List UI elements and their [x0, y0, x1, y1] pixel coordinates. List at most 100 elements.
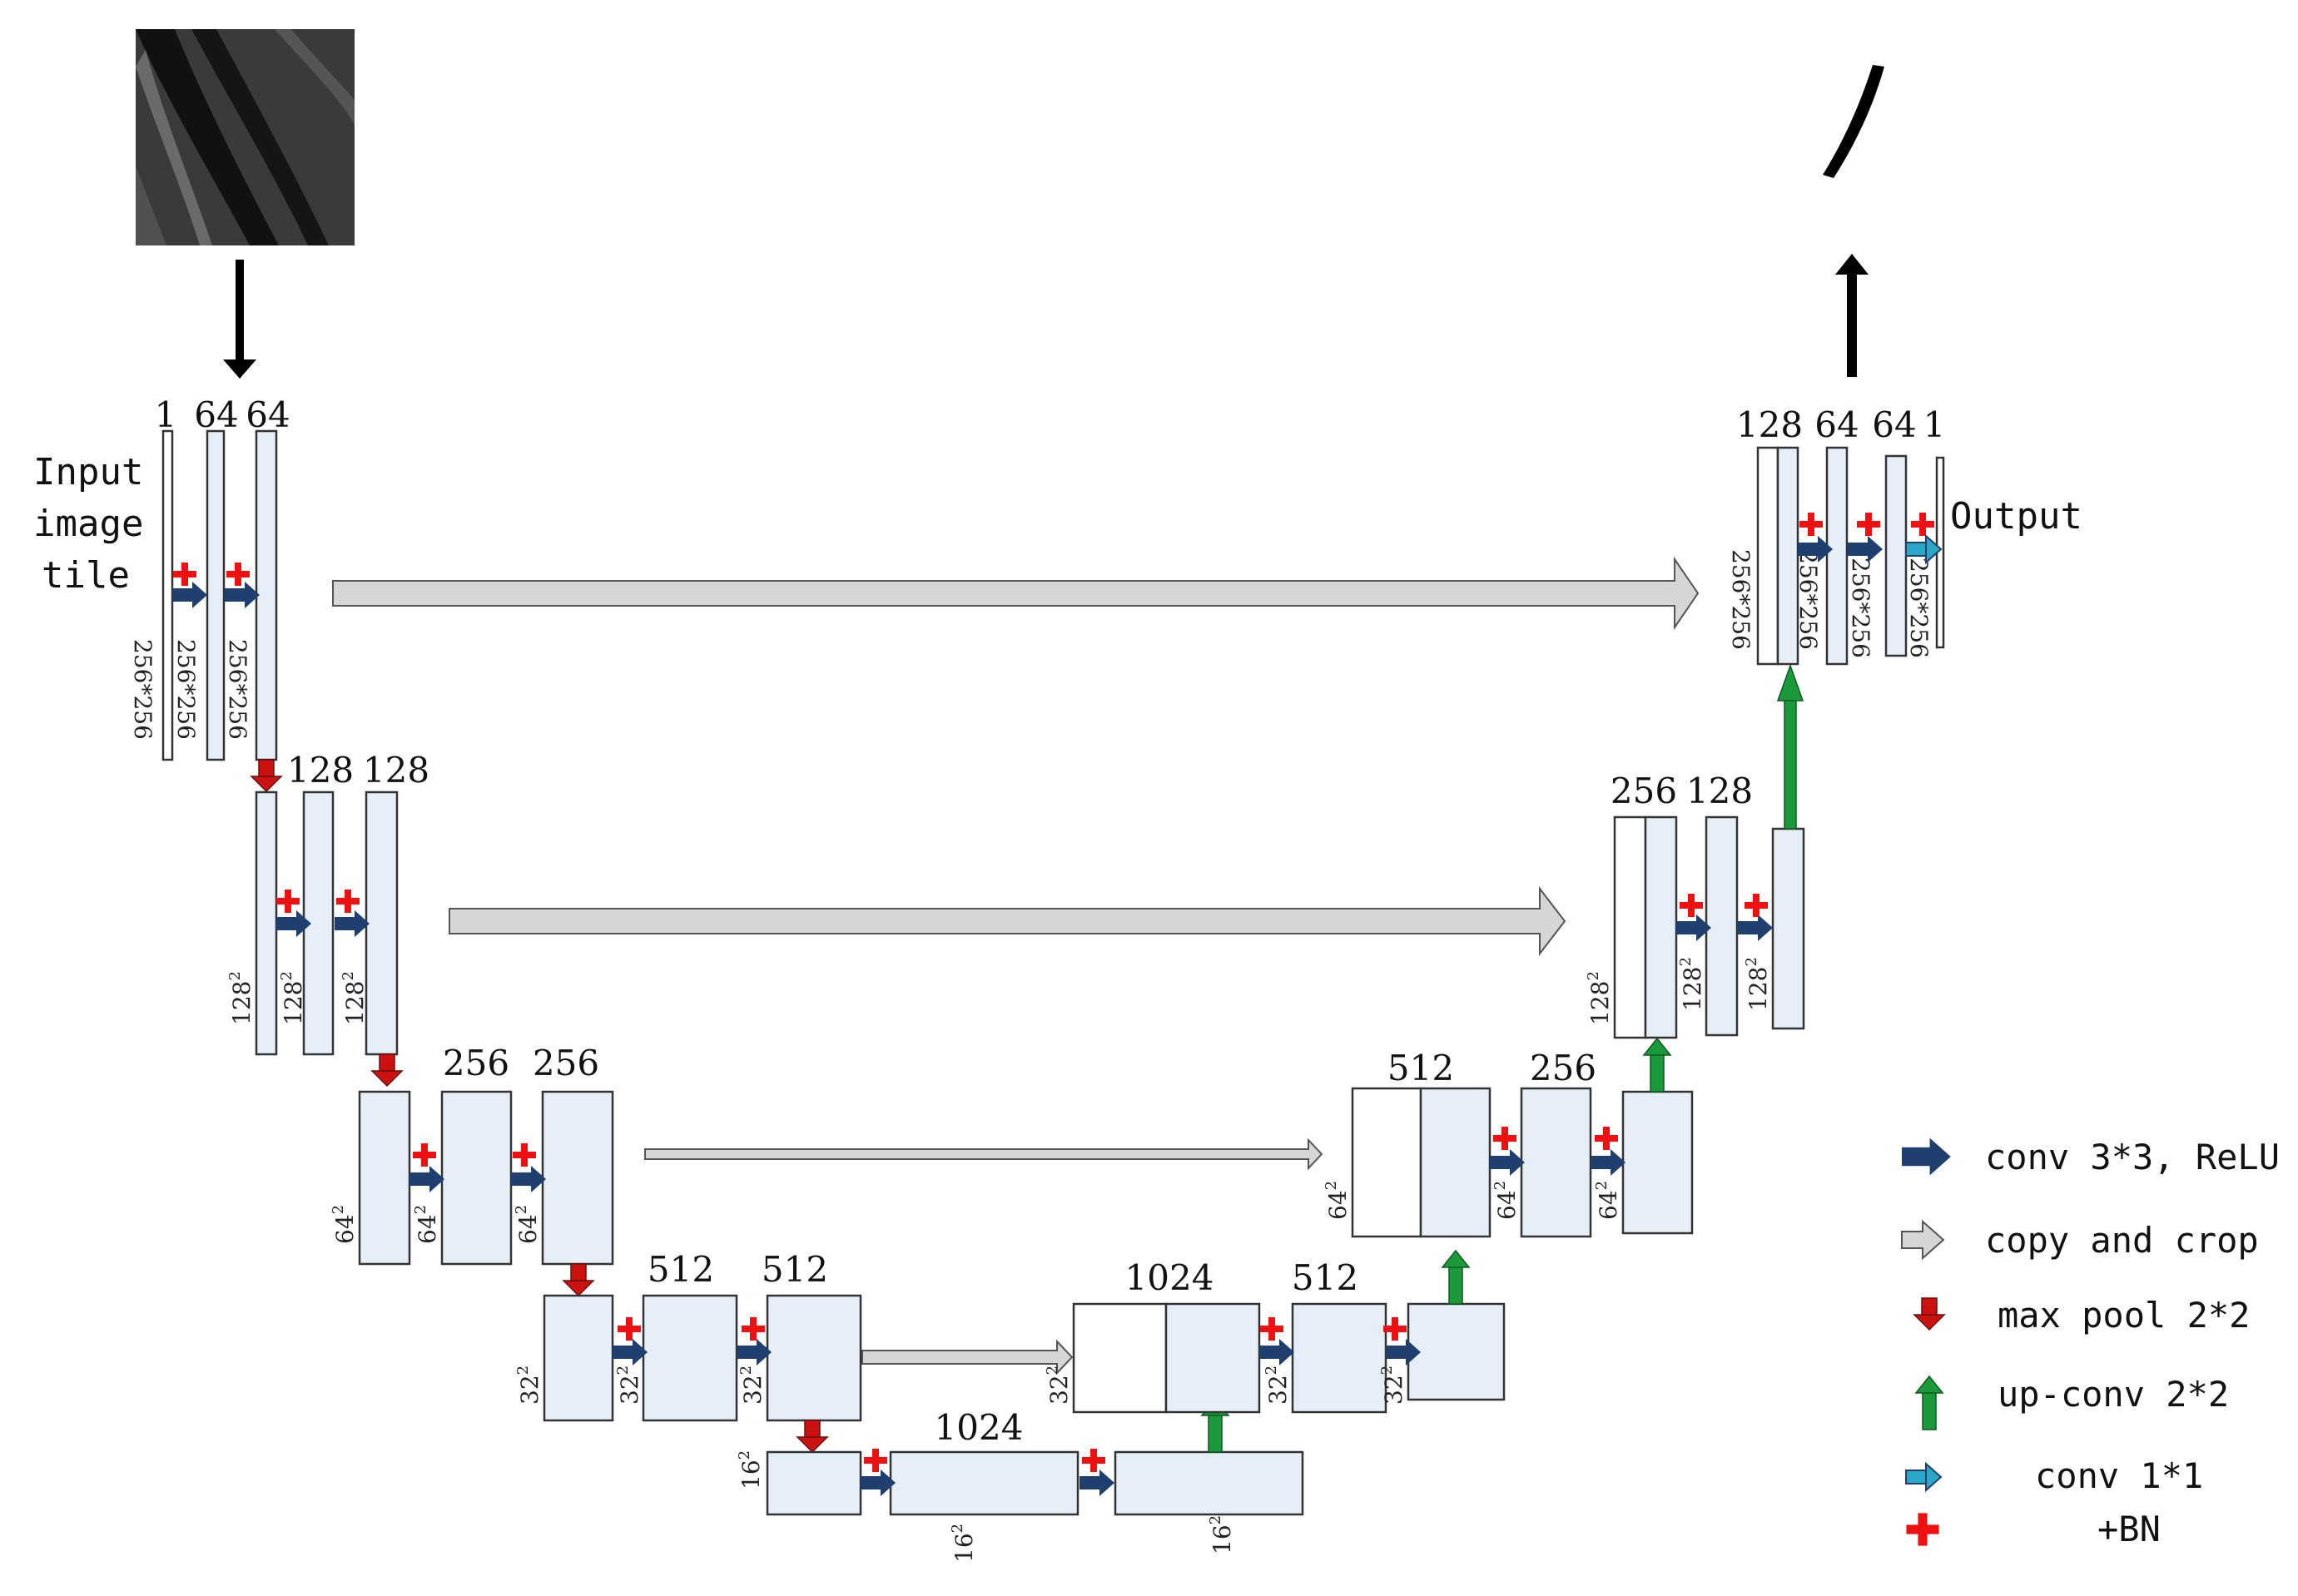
- block-u2-up: [1644, 815, 1678, 1039]
- ch-u2-a: 256: [1611, 771, 1677, 811]
- block-l2-pool: [255, 791, 278, 1056]
- size-u1-d: 256*256: [1905, 558, 1933, 658]
- block-u2-copy: [1613, 815, 1647, 1039]
- copy-crop-arrow-l1: [332, 556, 1700, 631]
- size-u1-c: 256*256: [1847, 558, 1874, 658]
- size-u3-b: 642: [1491, 1181, 1521, 1220]
- legend-label-conv: conv 3*3, ReLU: [1985, 1137, 2280, 1177]
- block-u4-conv2: [1407, 1302, 1506, 1401]
- block-l4-pool: [543, 1294, 614, 1422]
- conv-arrow-icon: [1259, 1339, 1294, 1366]
- ch-u4-a: 1024: [1125, 1257, 1214, 1298]
- input-label-line1: Input: [33, 451, 143, 493]
- bn-plus-icon: [1493, 1127, 1516, 1150]
- up-conv-arrow-icon: [1915, 1375, 1943, 1430]
- conv-arrow-icon: [1902, 1138, 1951, 1176]
- block-l1-conv1: [206, 429, 226, 761]
- size-u2-b: 1282: [1677, 957, 1706, 1011]
- bn-plus-icon: [276, 890, 300, 913]
- svg-text:642: 642: [1491, 1181, 1521, 1220]
- bn-plus-icon: [1799, 513, 1823, 536]
- copy-crop-arrow-l4: [861, 1339, 1074, 1375]
- svg-text:1282: 1282: [226, 971, 256, 1025]
- svg-text:1282: 1282: [340, 971, 369, 1025]
- ch-u1-b: 64: [1814, 404, 1859, 445]
- svg-text:1282: 1282: [1585, 971, 1614, 1025]
- up-conv-arrow-icon: [1776, 663, 1804, 830]
- size-l3-b: 642: [412, 1205, 441, 1244]
- size-u4-a: 322: [1044, 1366, 1073, 1405]
- block-u2-conv2: [1771, 827, 1805, 1030]
- conv-arrow-icon: [1490, 1149, 1525, 1176]
- ch-l2-b: 128: [363, 750, 429, 791]
- svg-text:642: 642: [1593, 1181, 1622, 1220]
- size-bottom-c: 162: [1207, 1515, 1236, 1554]
- ch-l4-a: 512: [648, 1249, 714, 1290]
- ch-bottom: 1024: [935, 1407, 1024, 1448]
- ch-l3-b: 256: [533, 1043, 599, 1083]
- svg-text:322: 322: [614, 1366, 643, 1405]
- block-l4-conv1: [642, 1294, 738, 1422]
- input-label-line2: image: [33, 503, 143, 545]
- size-u2-a: 1282: [1585, 971, 1614, 1025]
- bn-plus-icon: [1857, 513, 1880, 536]
- output-up-arrow: [1835, 254, 1869, 377]
- max-pool-arrow-icon: [797, 1420, 828, 1453]
- legend-item-upconv: up-conv 2*2: [1915, 1374, 2229, 1430]
- max-pool-arrow-icon: [371, 1053, 403, 1087]
- size-l3-a: 642: [330, 1205, 359, 1244]
- conv-arrow-icon: [172, 582, 207, 608]
- conv-arrow-icon: [409, 1166, 444, 1192]
- input-label: Input image tile: [33, 451, 143, 597]
- bn-plus-icon: [1260, 1317, 1283, 1341]
- size-bottom-b: 162: [949, 1524, 978, 1563]
- block-u1-conv1: [1825, 446, 1849, 666]
- legend-label-conv1x1: conv 1*1: [2035, 1455, 2203, 1496]
- svg-text:1282: 1282: [1743, 957, 1772, 1011]
- legend-item-pool: max pool 2*2: [1913, 1295, 2250, 1336]
- size-u1-a: 256*256: [1727, 549, 1755, 650]
- ch-u1-a: 128: [1736, 404, 1803, 445]
- input-label-line3: tile: [42, 554, 130, 597]
- bn-plus-icon: [1595, 1127, 1618, 1150]
- svg-text:322: 322: [1378, 1366, 1407, 1405]
- ch-u4-b: 512: [1292, 1257, 1358, 1298]
- bn-plus-icon: [1680, 894, 1703, 917]
- legend-item-conv: conv 3*3, ReLU: [1902, 1137, 2280, 1177]
- legend-label-bn: +BN: [2097, 1509, 2161, 1549]
- size-u3-c: 642: [1593, 1181, 1622, 1220]
- svg-text:642: 642: [412, 1205, 441, 1244]
- copy-crop-arrow-icon: [1901, 1219, 1945, 1261]
- bn-plus-icon: [513, 1143, 536, 1167]
- ch-l1-c: 64: [246, 394, 290, 435]
- block-u3-conv1: [1520, 1087, 1592, 1238]
- conv-arrow-icon: [1080, 1470, 1114, 1496]
- svg-text:642: 642: [1323, 1181, 1352, 1220]
- size-u2-c: 1282: [1743, 957, 1772, 1011]
- size-u1-b: 256*256: [1794, 549, 1822, 650]
- size-l3-c: 642: [513, 1205, 542, 1244]
- copy-crop-arrow-l3: [644, 1138, 1323, 1171]
- ch-u3-a: 512: [1387, 1048, 1454, 1088]
- conv-arrow-icon: [335, 910, 370, 937]
- bn-plus-icon: [864, 1449, 887, 1472]
- max-pool-arrow-icon: [251, 759, 282, 792]
- svg-text:322: 322: [737, 1366, 767, 1405]
- size-u4-c: 322: [1378, 1366, 1407, 1405]
- copy-crop-arrow-l2: [449, 886, 1566, 956]
- block-l1-conv2: [255, 429, 278, 761]
- svg-text:322: 322: [1263, 1366, 1292, 1405]
- output-image: [1735, 58, 1948, 245]
- ch-u2-b: 128: [1686, 771, 1753, 811]
- block-l2-conv2: [365, 791, 399, 1056]
- block-bottom-conv1: [889, 1450, 1080, 1516]
- bn-plus-icon: [618, 1317, 641, 1341]
- conv-arrow-icon: [511, 1166, 546, 1192]
- legend: conv 3*3, ReLU copy and crop max pool 2*…: [1901, 1137, 2280, 1549]
- block-u3-conv2: [1621, 1090, 1694, 1235]
- svg-text:162: 162: [736, 1450, 765, 1489]
- block-bottom-pool: [766, 1450, 862, 1516]
- conv1x1-arrow-icon: [1905, 1463, 1942, 1491]
- bn-plus-icon: [336, 890, 360, 913]
